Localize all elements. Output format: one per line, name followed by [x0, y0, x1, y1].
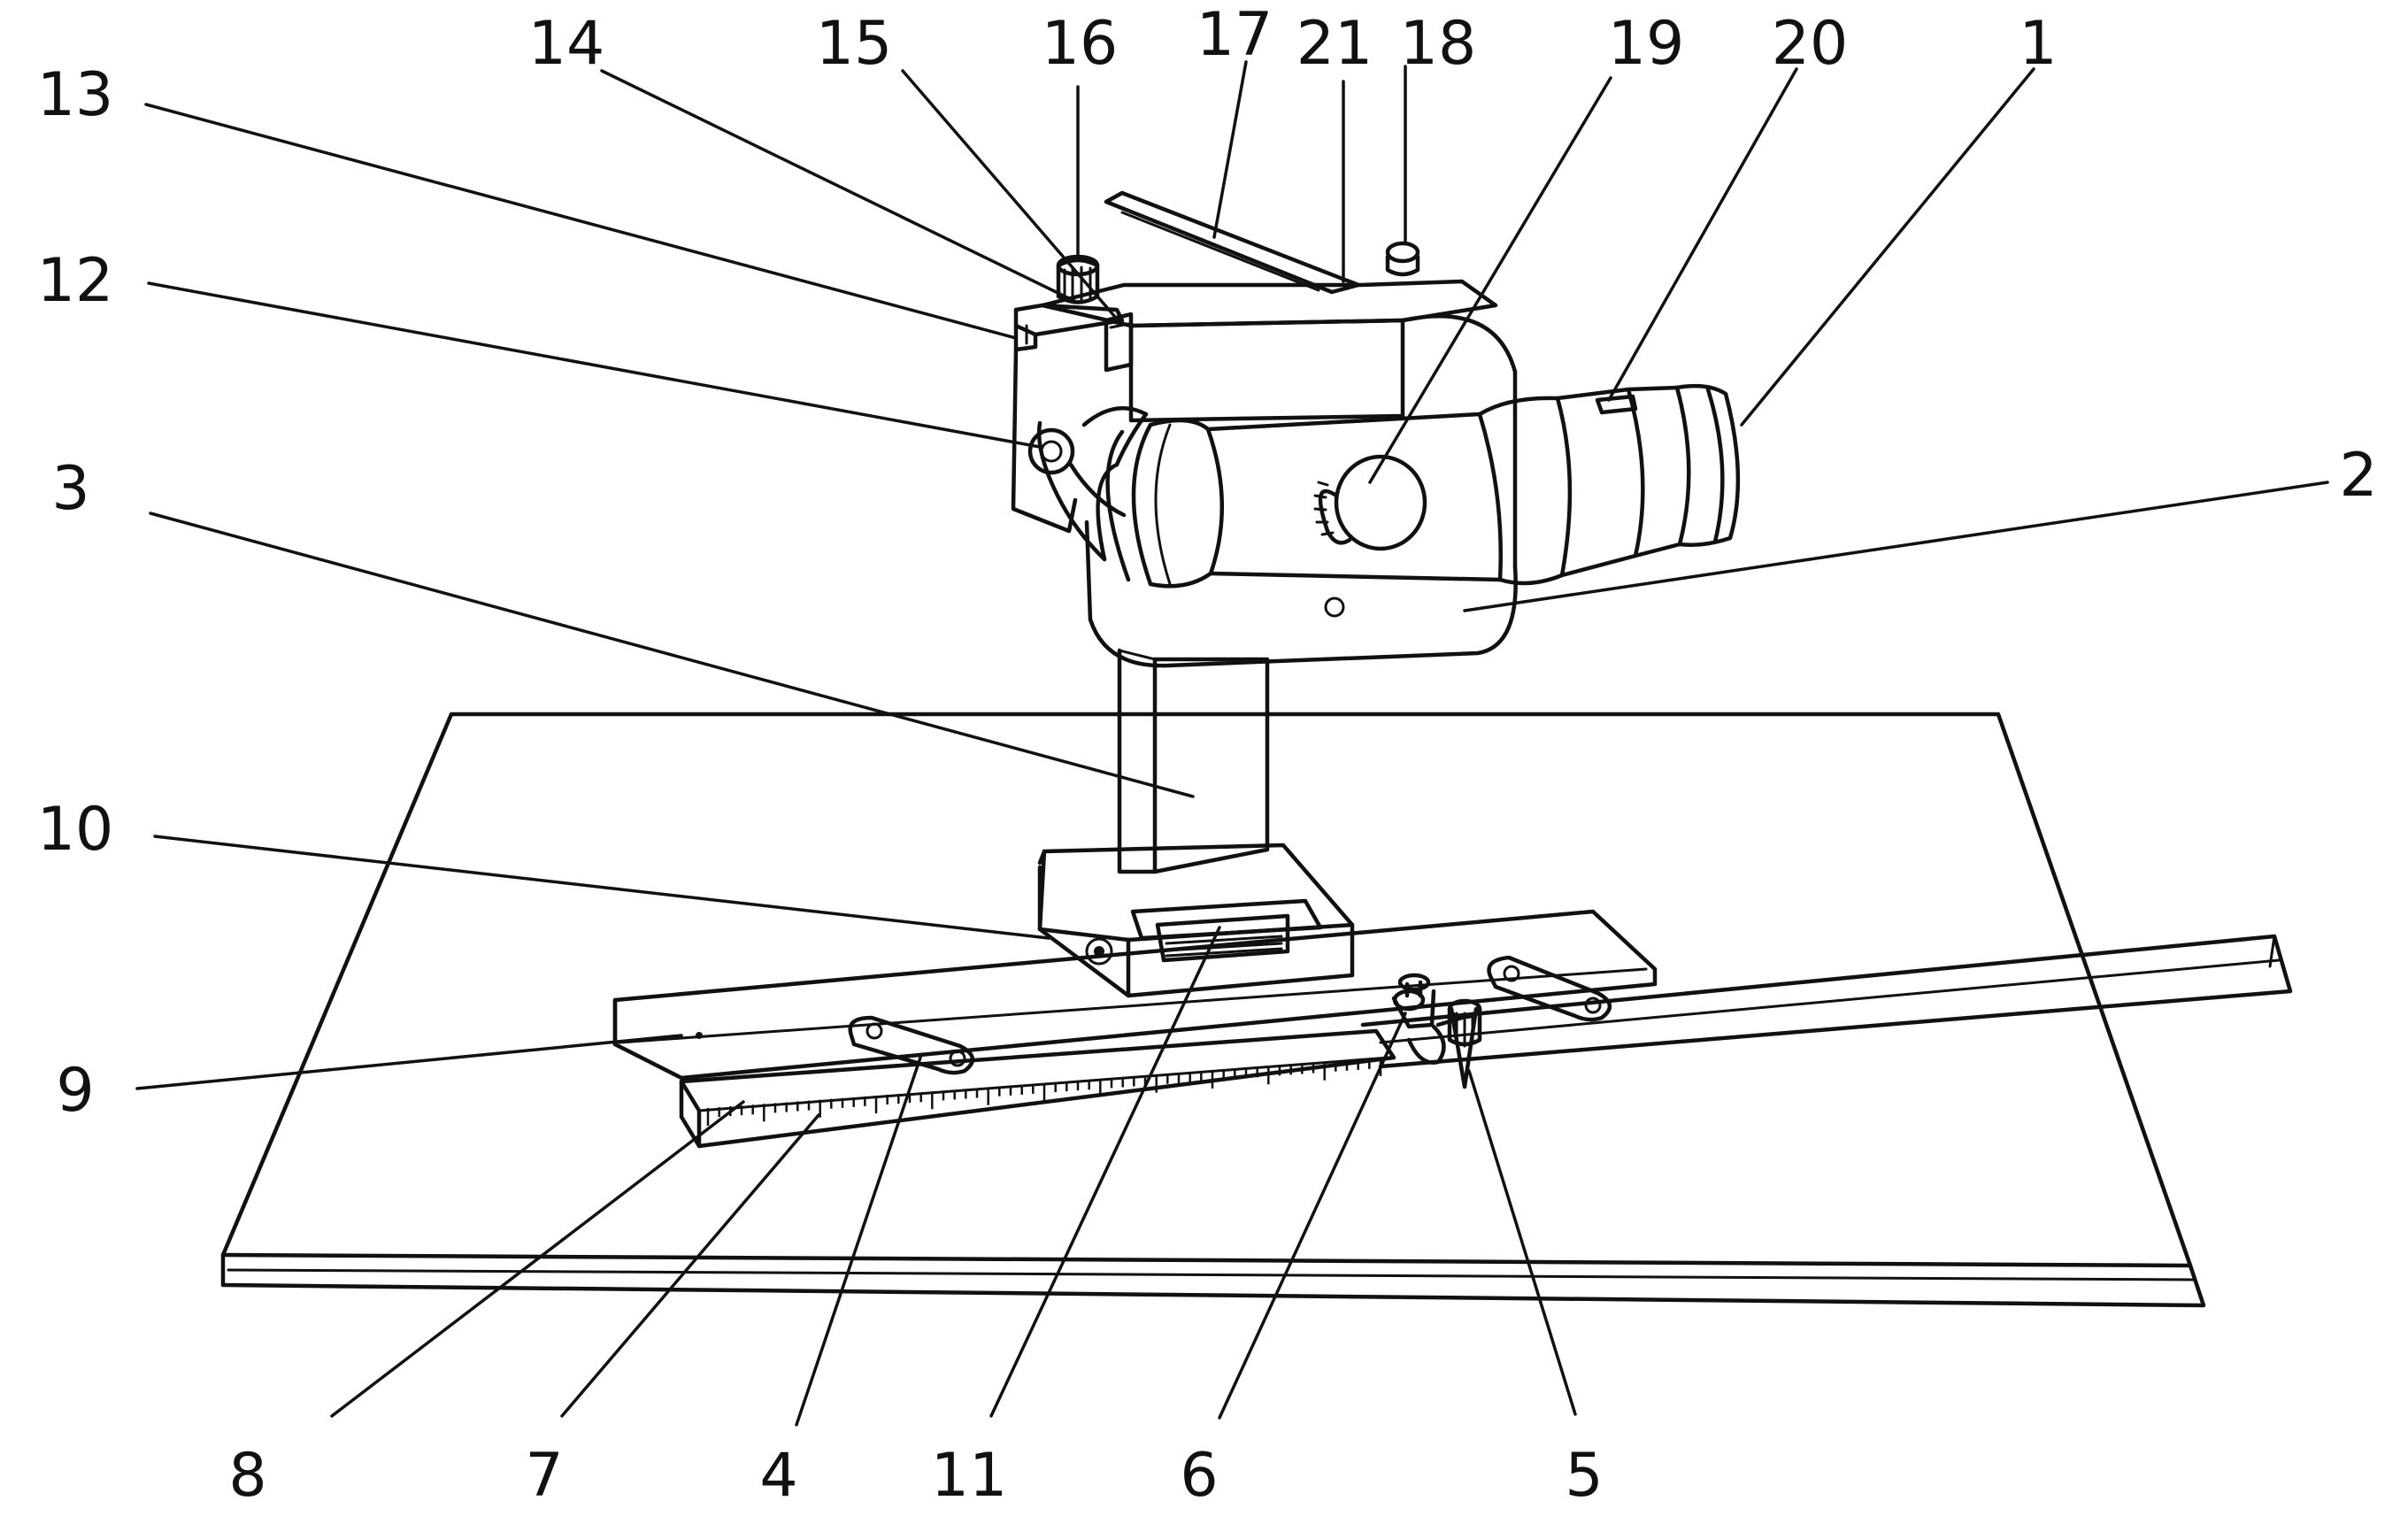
ruler-ticks — [706, 1058, 1382, 1126]
callout-13: 13 — [37, 60, 114, 130]
leader-6 — [1218, 1012, 1407, 1420]
guide-rail — [1360, 934, 2293, 1069]
callout-4: 4 — [759, 1441, 797, 1511]
leader-lines — [135, 60, 2329, 1427]
leader-3 — [149, 512, 1195, 798]
clamp-screw-6 — [1391, 973, 1446, 1065]
callout-11: 11 — [931, 1441, 1008, 1511]
callout-17: 17 — [1196, 0, 1273, 70]
leader-14 — [600, 69, 1080, 304]
callout-19: 19 — [1608, 9, 1685, 79]
knob-18 — [1385, 241, 1420, 277]
clamp-screw-5 — [1435, 998, 1482, 1089]
leader-1 — [1740, 67, 2035, 427]
leader-17 — [1212, 60, 1248, 239]
leader-10 — [153, 835, 1050, 940]
base-plate — [220, 712, 2206, 1308]
callout-16: 16 — [1042, 9, 1119, 79]
callout-21: 21 — [1296, 9, 1373, 79]
callout-2: 2 — [2339, 441, 2377, 511]
leader-11 — [989, 926, 1221, 1418]
leader-13 — [144, 103, 1018, 340]
callout-7: 7 — [525, 1441, 563, 1511]
leader-12 — [147, 281, 1042, 449]
callout-15: 15 — [816, 9, 893, 79]
callout-labels: 1 2 3 4 5 6 7 8 9 10 11 12 13 14 15 16 1… — [37, 0, 2378, 1511]
callout-10: 10 — [37, 795, 114, 865]
main-tube — [1105, 383, 1741, 589]
clamp-link-rear — [1487, 955, 1612, 1022]
main-housing — [1040, 190, 1518, 668]
carriage-block — [1037, 843, 1355, 998]
slide-bar — [612, 909, 1658, 1081]
eyepiece — [1027, 406, 1149, 562]
callout-20: 20 — [1772, 9, 1849, 79]
callout-8: 8 — [228, 1441, 266, 1511]
leader-15 — [901, 69, 1117, 319]
callout-14: 14 — [528, 9, 605, 79]
leader-2 — [1463, 481, 2329, 612]
callout-1: 1 — [2019, 9, 2057, 79]
callout-12: 12 — [37, 246, 114, 316]
callout-5: 5 — [1565, 1441, 1603, 1511]
leader-8 — [330, 1100, 745, 1418]
leader-19 — [1368, 76, 1612, 484]
callout-9: 9 — [56, 1056, 94, 1126]
column — [1117, 648, 1270, 874]
leader-7 — [560, 1113, 820, 1418]
leader-20 — [1607, 67, 1798, 402]
callout-18: 18 — [1400, 9, 1477, 79]
callout-6: 6 — [1180, 1441, 1218, 1511]
clamp-link-front — [848, 1015, 974, 1075]
callout-3: 3 — [51, 454, 89, 524]
leader-5 — [1467, 1069, 1577, 1416]
index-window — [1155, 913, 1290, 963]
scale-ruler — [679, 1028, 1396, 1149]
leader-9 — [135, 1034, 683, 1090]
leader-4 — [795, 1056, 922, 1427]
side-bracket — [1011, 303, 1125, 534]
